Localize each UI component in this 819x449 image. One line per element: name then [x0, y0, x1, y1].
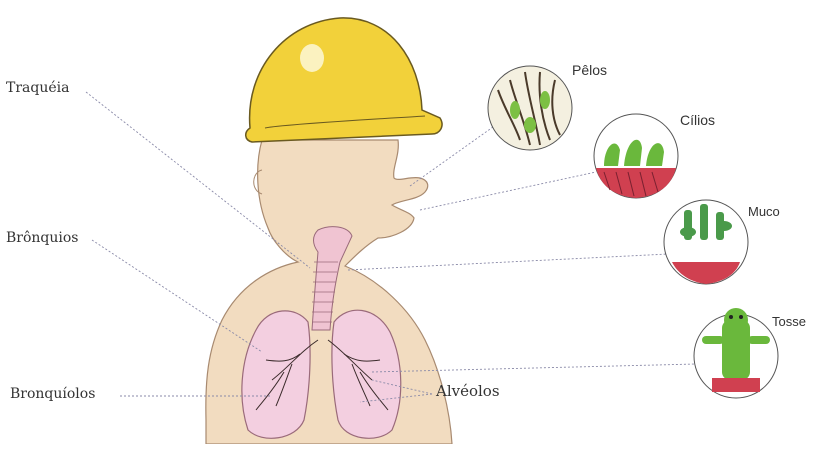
label-alveoli: Alvéolos	[436, 382, 500, 400]
cough-icon	[694, 308, 778, 398]
label-cilia: Cílios	[680, 112, 715, 128]
hard-hat-icon	[246, 18, 442, 142]
label-hairs: Pêlos	[572, 62, 607, 78]
label-bronchioles: Bronquíolos	[10, 386, 95, 402]
mucus-icon	[664, 200, 748, 284]
nasal-hairs-icon	[488, 66, 572, 150]
cilia-icon	[594, 114, 678, 198]
label-cough: Tosse	[772, 314, 806, 329]
label-trachea: Traquéia	[6, 80, 69, 96]
label-mucus: Muco	[748, 204, 780, 219]
label-bronchi: Brônquios	[6, 230, 79, 246]
